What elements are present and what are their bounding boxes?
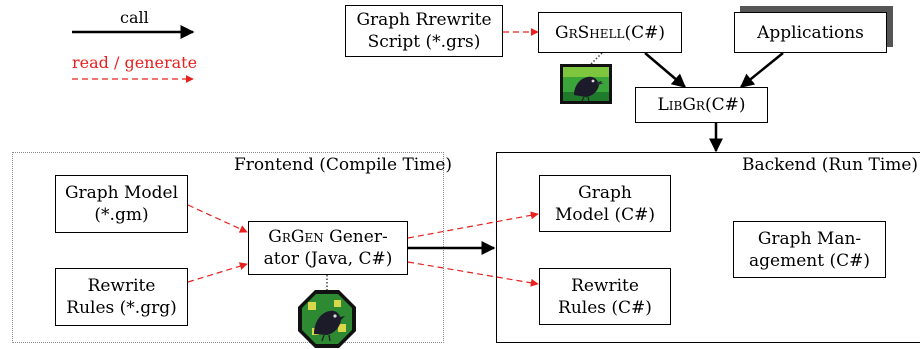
legend-call-label: call: [120, 8, 149, 27]
frontend-rewrite-rules-line1: Rewrite: [87, 276, 156, 296]
libgr-name: LibGr: [657, 95, 705, 115]
grshell-icon-connector: [590, 52, 603, 65]
arrow-graphmodel-to-generator: [187, 204, 248, 233]
grshell-suffix: (C#): [624, 22, 665, 43]
applications-box: Applications: [734, 12, 887, 53]
graph-management-line1: Graph Man-: [757, 228, 862, 249]
crow-icon: [560, 64, 612, 104]
graph-management-box: Graph Man- agement (C#): [733, 221, 886, 278]
grgen-generator-box: GrGen Gener- ator (Java, C#): [248, 221, 408, 275]
frontend-graph-model-line2: (*.gm): [94, 205, 149, 225]
frontend-graph-model-box: Graph Model (*.gm): [55, 175, 188, 233]
arrow-generator-to-backend-model: [407, 211, 539, 239]
frontend-title: Frontend (Compile Time): [234, 155, 453, 175]
backend-graph-model-line2: Model (C#): [555, 204, 655, 225]
generator-name: GrGen: [268, 227, 324, 247]
backend-rewrite-rules-box: Rewrite Rules (C#): [539, 268, 671, 325]
graph-rewrite-script-box: Graph Rrewrite Script (*.grs): [345, 5, 503, 57]
arrow-grshell-to-libgr: [644, 52, 687, 88]
arrow-applications-to-libgr: [739, 52, 784, 88]
frontend-graph-model-line1: Graph Model: [64, 183, 179, 203]
generator-line2: ator (Java, C#): [263, 249, 393, 269]
script-line2: Script (*.grs): [367, 32, 481, 52]
backend-rewrite-rules-line2: Rules (C#): [558, 297, 652, 318]
applications-label: Applications: [757, 22, 864, 43]
backend-graph-model-box: Graph Model (C#): [539, 175, 671, 232]
frontend-rewrite-rules-line2: Rules (*.grg): [66, 298, 177, 318]
grshell-box: GrShell(C#): [538, 12, 682, 53]
generator-line1: GrGen Gener-: [268, 226, 387, 248]
script-line1: Graph Rrewrite: [356, 10, 492, 30]
frontend-rewrite-rules-box: Rewrite Rules (*.grg): [55, 268, 188, 326]
crow-octagon-icon: [298, 290, 356, 348]
generator-line1-rest: Gener-: [323, 227, 388, 247]
backend-region: [496, 152, 920, 343]
arrow-generator-to-backend-rules: [407, 261, 539, 287]
graph-management-line2: agement (C#): [749, 250, 870, 271]
arrow-rules-to-generator: [187, 262, 248, 283]
legend-read-generate-label: read / generate: [72, 53, 198, 72]
backend-graph-model-line1: Graph: [578, 182, 632, 203]
backend-title: Backend (Run Time): [742, 155, 919, 175]
libgr-suffix: (C#): [704, 95, 746, 115]
grshell-name: GrShell: [555, 22, 625, 43]
libgr-box: LibGr(C#): [635, 87, 768, 123]
backend-rewrite-rules-line1: Rewrite: [571, 275, 639, 296]
